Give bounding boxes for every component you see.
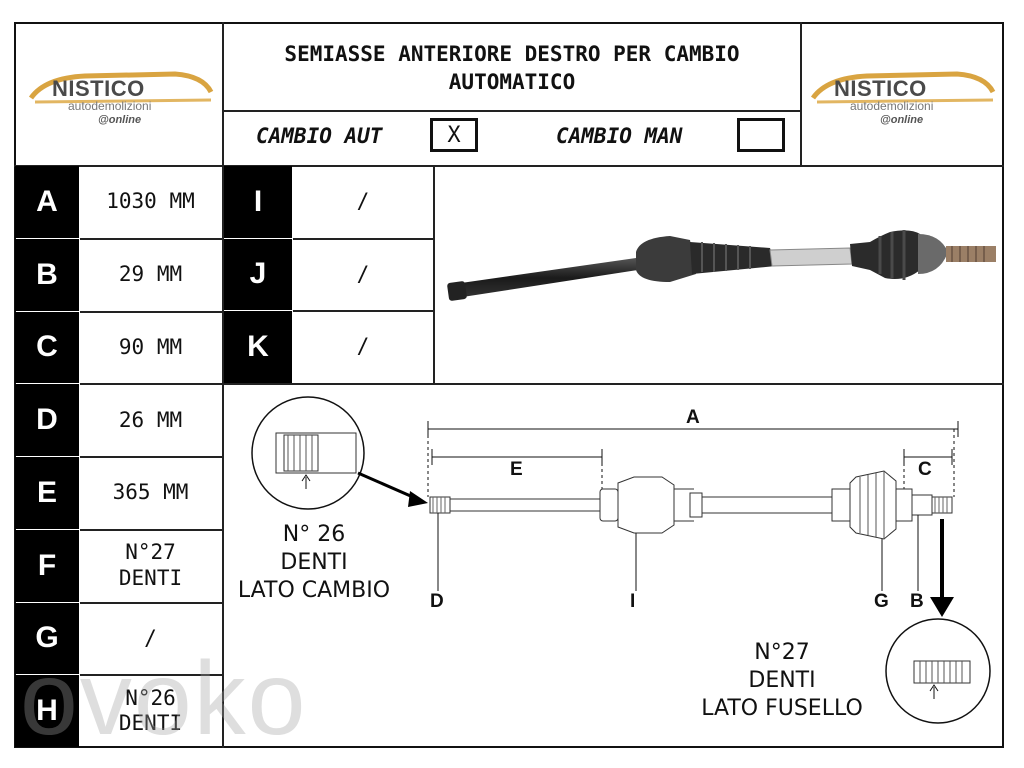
cambio-aut-checkbox[interactable]: X: [430, 118, 478, 152]
header-divider: [222, 22, 224, 166]
header-divider: [800, 22, 802, 166]
table-row-divider: [80, 674, 222, 677]
spec-value: /: [356, 334, 370, 359]
spec-label: J: [224, 238, 292, 310]
point-d-label: D: [430, 591, 444, 612]
point-b-label: B: [910, 591, 924, 612]
table-row-divider: [293, 310, 433, 312]
right-note: N°27 DENTI LATO FUSELLO: [682, 639, 882, 723]
table-row-divider: [80, 456, 222, 458]
dimension-a-label: A: [686, 407, 700, 428]
header-bottom-line: [14, 165, 1004, 167]
table-row-divider: [80, 237, 222, 240]
spec-label: K: [224, 311, 292, 383]
spec-label: G: [15, 602, 79, 675]
spec-label: H: [15, 675, 79, 747]
spec-label: I: [224, 166, 292, 238]
logo-brand: NISTICO: [834, 76, 927, 101]
spec-value: N°27 DENTI: [118, 540, 183, 590]
spec-value: 90 MM: [118, 334, 183, 359]
spec-value: /: [356, 261, 370, 286]
diagram-svg: [251, 396, 991, 724]
spec-value: 1030 MM: [106, 189, 195, 214]
table-row-divider: [80, 310, 222, 313]
spec-label: A: [15, 166, 79, 238]
cambio-man-checkbox[interactable]: [737, 118, 785, 152]
logo-brand: NISTICO: [52, 76, 145, 101]
logo-online: @online: [880, 114, 924, 126]
left-note-line: LATO CAMBIO: [237, 578, 391, 603]
cambio-man-label: CAMBIO MAN: [556, 124, 683, 148]
logo-sub: autodemolizioni: [850, 99, 934, 113]
table-divider: [222, 383, 1004, 385]
left-note-line: DENTI: [280, 550, 348, 575]
spec-value: 26 MM: [118, 407, 183, 432]
logo-swoosh-icon: [810, 71, 996, 104]
dimension-diagram: A E C D I G B N° 26 DENTI LATO CAMBIO N°…: [224, 385, 1002, 747]
spec-value: N°26 DENTI: [118, 685, 183, 736]
logo-left: NISTICO autodemolizioni @online: [20, 50, 220, 140]
table-row-divider: [80, 528, 222, 531]
logo-right: NISTICO autodemolizioni @online: [802, 50, 1002, 140]
right-note-line: LATO FUSELLO: [701, 696, 863, 721]
header-divider: [222, 110, 800, 112]
spec-label: D: [15, 384, 79, 456]
table-row-divider: [293, 237, 433, 240]
dimension-c-label: C: [918, 459, 932, 480]
right-note-line: DENTI: [748, 668, 816, 693]
spec-value: 29 MM: [118, 262, 183, 287]
spec-label: C: [15, 311, 79, 384]
logo-swoosh-icon: [28, 71, 214, 104]
logo-sub: autodemolizioni: [68, 99, 152, 113]
spec-label: B: [15, 238, 79, 311]
spec-label: E: [15, 457, 79, 529]
spec-value: /: [356, 189, 370, 214]
logo-online: @online: [98, 114, 142, 126]
left-note-line: N° 26: [282, 522, 346, 547]
drive-shaft-photo-icon: [447, 230, 996, 301]
table-divider: [222, 165, 224, 748]
right-note-line: N°27: [754, 640, 810, 665]
spec-value: /: [144, 625, 157, 650]
spec-value: 365 MM: [112, 480, 189, 505]
table-row-divider: [80, 383, 222, 386]
spec-label: F: [15, 529, 79, 602]
left-note: N° 26 DENTI LATO CAMBIO: [228, 521, 400, 605]
table-row-divider: [80, 601, 222, 604]
page-title: SEMIASSE ANTERIORE DESTRO PER CAMBIO AUT…: [284, 42, 740, 94]
product-photo: [440, 170, 1000, 380]
cambio-aut-mark: X: [447, 122, 461, 148]
table-divider: [433, 165, 435, 383]
point-g-label: G: [874, 591, 889, 612]
cambio-aut-label: CAMBIO AUT: [256, 124, 383, 148]
point-i-label: I: [630, 591, 636, 612]
dimension-e-label: E: [510, 459, 523, 480]
watermark: ovoko: [20, 641, 308, 757]
